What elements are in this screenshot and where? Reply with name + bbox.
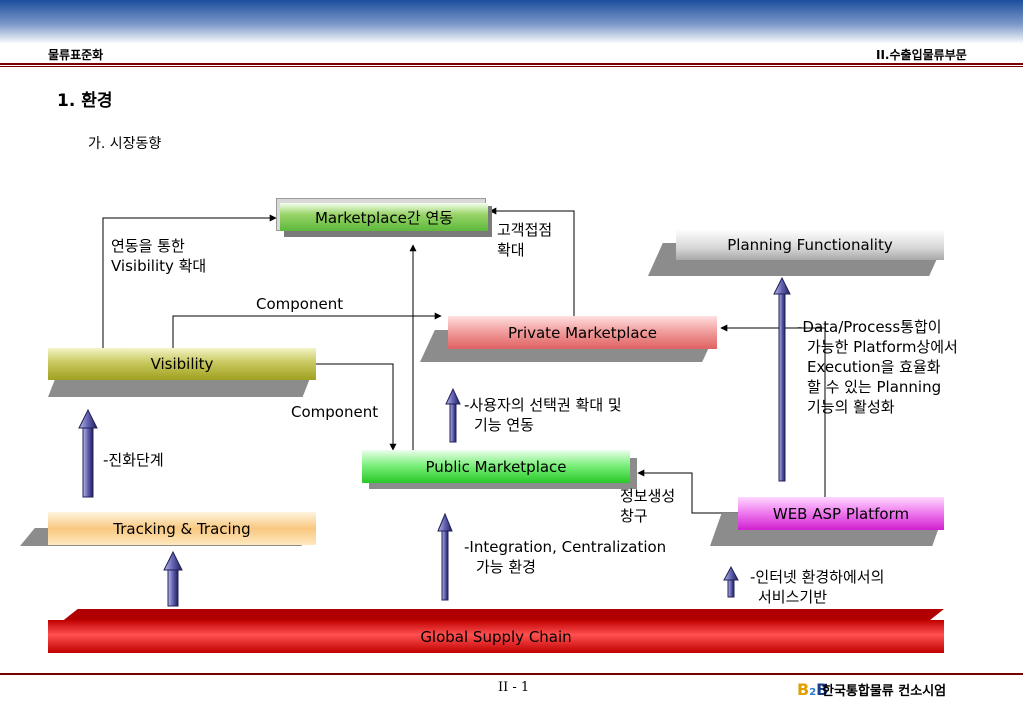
integration-line2: 가능 환경 xyxy=(476,558,536,576)
connector-private-to-marketplace xyxy=(489,207,575,316)
data-process-label: -Data/Process통합이 가능한 Platform상에서 Executi… xyxy=(797,317,958,417)
header-right-title: II.수출입물류부문 xyxy=(876,48,967,62)
connector-webasp-to-public xyxy=(637,469,738,514)
visibility-box: Visibility xyxy=(48,348,316,380)
data-process-line3: Execution을 효율화 xyxy=(807,358,941,376)
header-divider-thin xyxy=(0,66,1023,67)
global-supply-chain-box: Global Supply Chain xyxy=(48,620,944,653)
up-arrow-tracking xyxy=(163,550,183,607)
connector-webasp-to-private xyxy=(720,324,826,497)
up-arrow-planning xyxy=(773,276,791,482)
tracking-tracing-box: Tracking & Tracing xyxy=(48,512,316,545)
web-asp-platform-box: WEB ASP Platform xyxy=(738,497,944,530)
data-process-line5: 기능의 활성화 xyxy=(807,398,895,416)
page-number: II - 1 xyxy=(498,680,530,695)
public-marketplace-box: Public Marketplace xyxy=(362,450,630,483)
user-choice-line1: -사용자의 선택권 확대 및 xyxy=(464,396,622,414)
visibility-link-label-line2: Visibility 확대 xyxy=(111,257,207,275)
integration-line1: -Integration, Centralization xyxy=(464,538,667,556)
up-arrow-user-choice xyxy=(445,387,461,443)
data-process-line4: 할 수 있는 Planning xyxy=(807,378,942,396)
component-top-label: Component xyxy=(256,295,344,313)
info-window-label: 정보생성 창구 xyxy=(620,486,675,526)
customer-contact-label: 고객접점 확대 xyxy=(497,220,552,260)
data-process-line1: -Data/Process통합이 xyxy=(797,318,942,336)
connector-component-to-public xyxy=(315,363,397,451)
internet-line2: 서비스기반 xyxy=(758,588,828,606)
visibility-link-label-line1: 연동을 통한 xyxy=(111,237,185,255)
up-arrow-evolution xyxy=(78,408,98,498)
up-arrow-internet xyxy=(723,565,739,598)
connector-visibility-to-marketplace xyxy=(102,214,277,348)
info-window-line1: 정보생성 xyxy=(620,487,676,505)
integration-label: -Integration, Centralization 가능 환경 xyxy=(464,537,666,577)
subsection-title: 가. 시장동향 xyxy=(88,136,162,152)
b2b-logo-icon: B2B xyxy=(797,680,829,699)
private-marketplace-box: Private Marketplace xyxy=(448,316,717,349)
internet-label: -인터넷 환경하에서의 서비스기반 xyxy=(750,567,884,607)
planning-functionality-box: Planning Functionality xyxy=(676,229,944,260)
user-choice-label: -사용자의 선택권 확대 및 기능 연동 xyxy=(464,395,622,435)
evolution-stage-label: -진화단계 xyxy=(103,451,164,469)
visibility-link-label: 연동을 통한 Visibility 확대 xyxy=(111,236,206,276)
info-window-line2: 창구 xyxy=(620,507,648,525)
header-divider xyxy=(0,63,1023,65)
footer-divider xyxy=(0,673,1023,675)
customer-contact-label-line1: 고객접점 xyxy=(497,221,553,239)
company-name: 한국통합물류 컨소시엄 xyxy=(822,684,947,699)
header-left-title: 물류표준화 xyxy=(48,48,104,62)
customer-contact-label-line2: 확대 xyxy=(497,241,525,259)
marketplace-link-box: Marketplace간 연동 xyxy=(280,203,488,231)
section-title: 1. 환경 xyxy=(57,91,113,111)
connector-component-to-private xyxy=(172,312,442,348)
up-arrow-integration xyxy=(437,512,453,601)
internet-line1: -인터넷 환경하에서의 xyxy=(750,568,885,586)
user-choice-line2: 기능 연동 xyxy=(474,416,534,434)
data-process-line2: 가능한 Platform상에서 xyxy=(807,338,958,356)
component-mid-label: Component xyxy=(291,403,379,421)
global-box-top xyxy=(60,609,944,623)
header-band xyxy=(0,0,1023,44)
